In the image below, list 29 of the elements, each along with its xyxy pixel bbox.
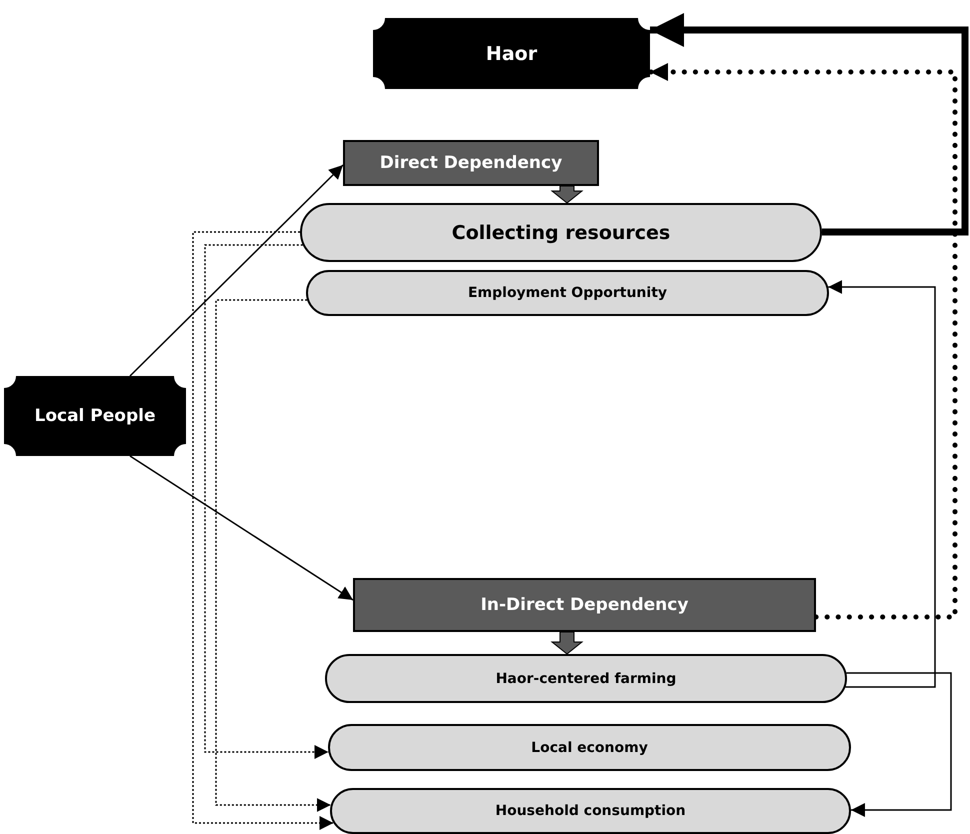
category-box bbox=[343, 140, 599, 186]
arrow bbox=[650, 13, 968, 236]
arrow bbox=[828, 280, 936, 688]
node-label: Local economy bbox=[531, 740, 648, 756]
node-label: Local People bbox=[34, 406, 156, 426]
arrow bbox=[130, 455, 354, 601]
process-pill bbox=[306, 270, 829, 316]
node-label: Collecting resources bbox=[452, 222, 670, 244]
node-label: Employment Opportunity bbox=[468, 285, 668, 301]
process-pill bbox=[325, 654, 847, 703]
arrow bbox=[204, 244, 328, 759]
process-pill bbox=[300, 203, 822, 262]
arrow bbox=[215, 299, 331, 812]
node-label: Household consumption bbox=[495, 803, 686, 819]
node-label: Direct Dependency bbox=[380, 153, 562, 173]
arrow bbox=[846, 672, 952, 817]
category-box bbox=[353, 578, 816, 632]
node-label: Haor-centered farming bbox=[496, 670, 676, 686]
node-label: In-Direct Dependency bbox=[480, 595, 688, 615]
terminal-box bbox=[4, 376, 186, 456]
block-arrow bbox=[550, 632, 584, 655]
process-pill bbox=[330, 788, 851, 834]
terminal-box bbox=[373, 18, 650, 89]
process-pill bbox=[328, 724, 851, 771]
node-label: Haor bbox=[486, 42, 538, 64]
arrow bbox=[129, 164, 344, 377]
arrow bbox=[648, 63, 958, 620]
block-arrow bbox=[550, 186, 584, 204]
arrow bbox=[192, 231, 334, 830]
